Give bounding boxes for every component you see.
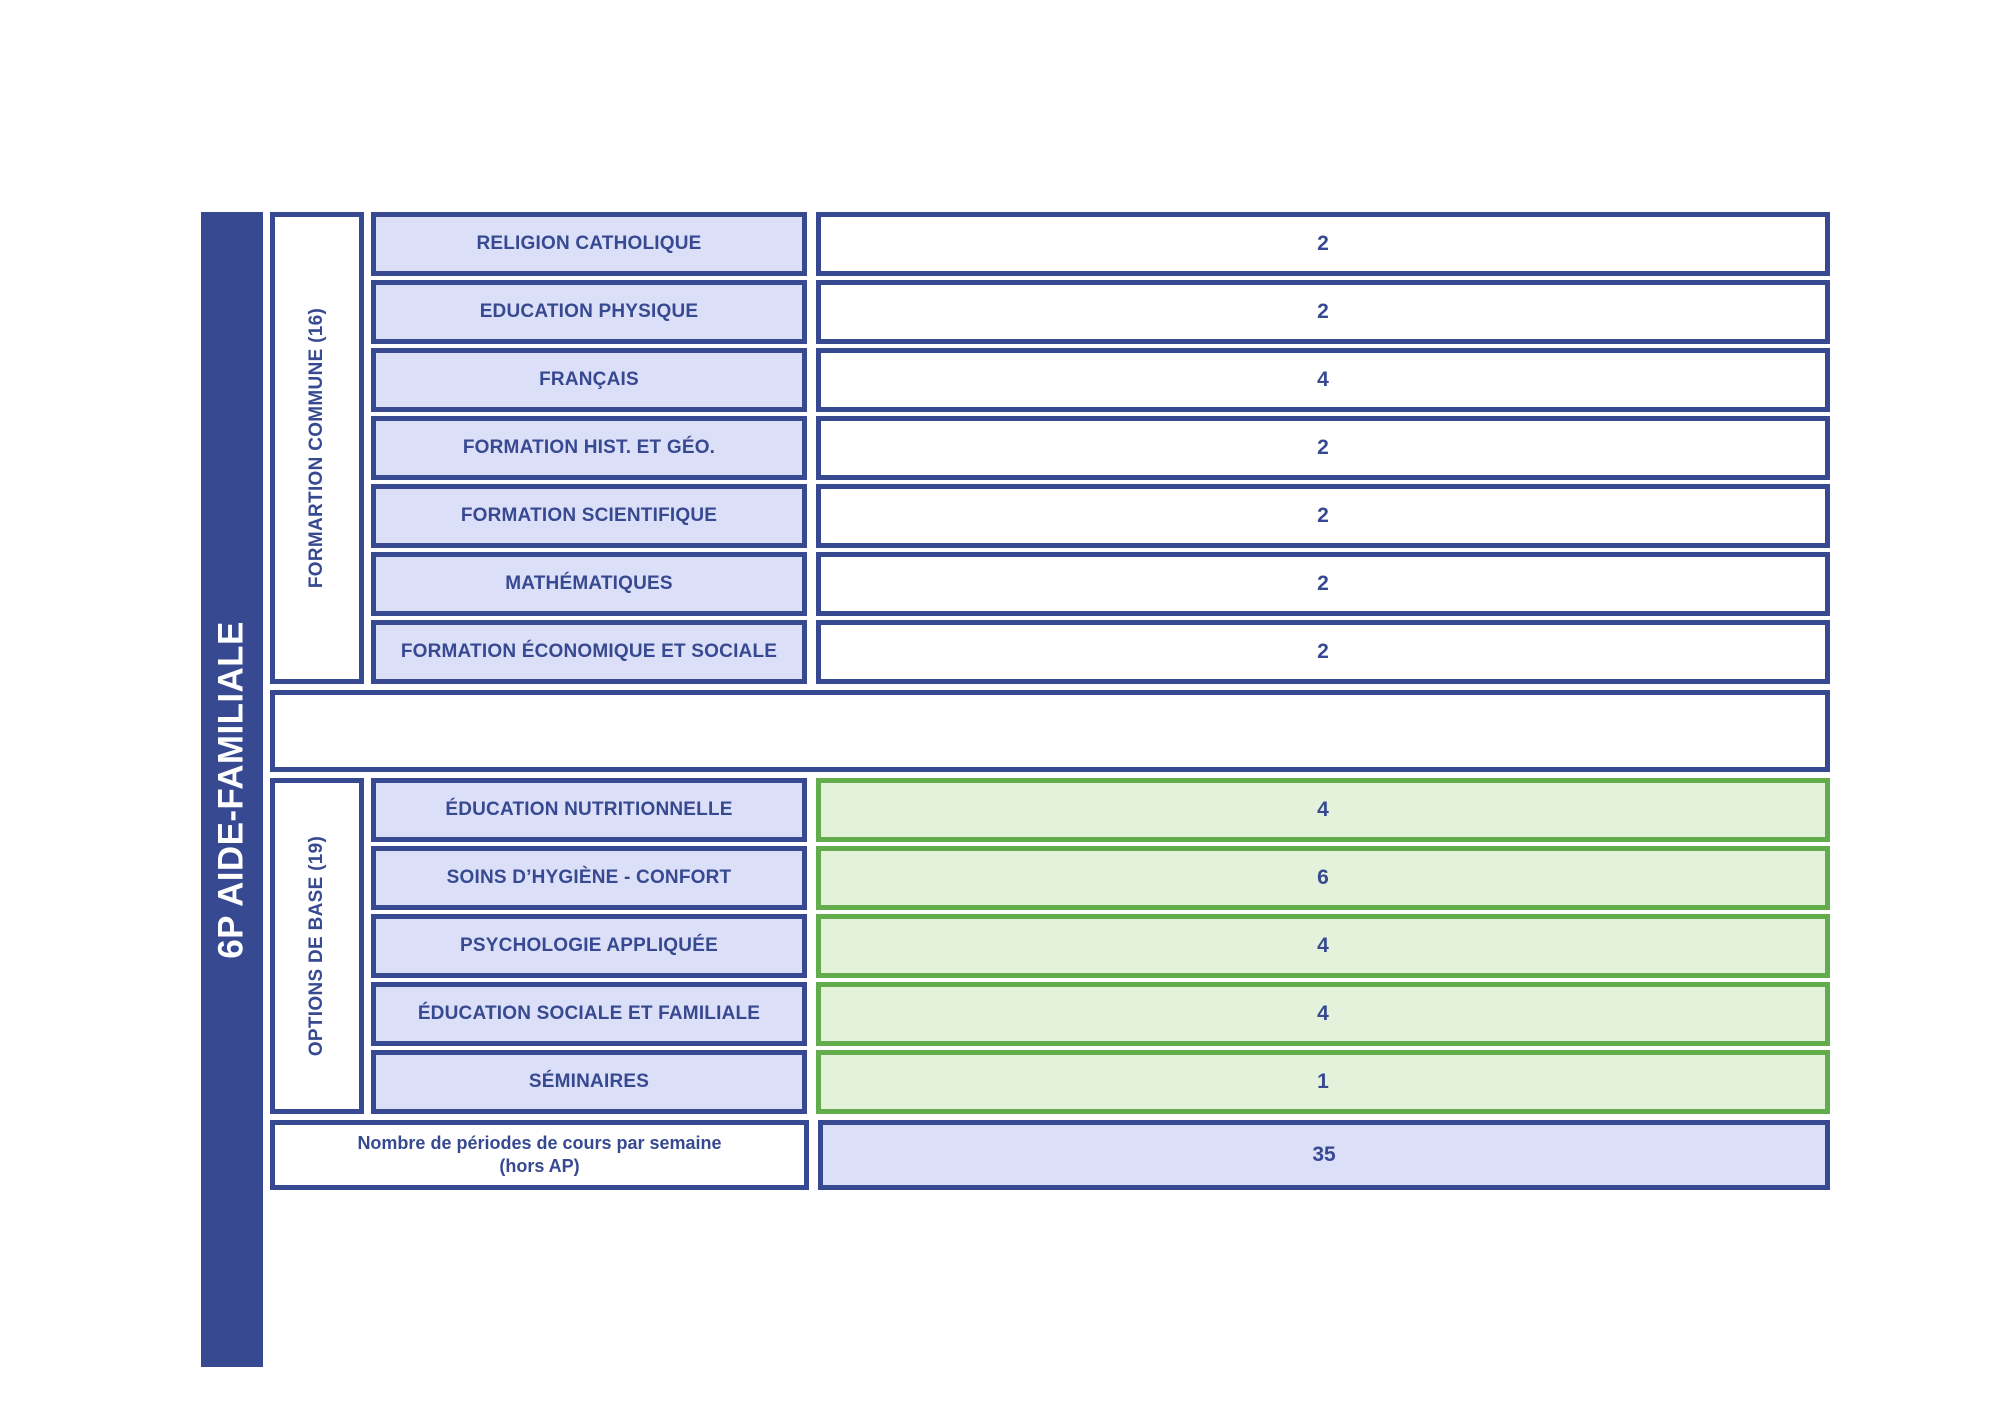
periods-value: 6 [816, 846, 1830, 910]
subject-label: ÉDUCATION NUTRITIONNELLE [371, 778, 807, 842]
table-row: RELIGION CATHOLIQUE 2 [371, 212, 1830, 276]
periods-value: 2 [816, 552, 1830, 616]
table-row: SÉMINAIRES 1 [371, 1050, 1830, 1114]
total-row: Nombre de périodes de cours par semaine … [270, 1120, 1830, 1190]
subject-label: PSYCHOLOGIE APPLIQUÉE [371, 914, 807, 978]
subject-label: EDUCATION PHYSIQUE [371, 280, 807, 344]
total-label-line2: (hors AP) [499, 1156, 580, 1176]
rows-options-de-base: ÉDUCATION NUTRITIONNELLE 4 SOINS D’HYGIÈ… [371, 778, 1830, 1114]
periods-value: 2 [816, 212, 1830, 276]
subject-label: FORMATION ÉCONOMIQUE ET SOCIALE [371, 620, 807, 684]
table-row: MATHÉMATIQUES 2 [371, 552, 1830, 616]
curriculum-grid: 6P AIDE-FAMILIALE FORMARTION COMMUNE (16… [201, 212, 1830, 1367]
subject-label: SÉMINAIRES [371, 1050, 807, 1114]
subject-label: SOINS D’HYGIÈNE - CONFORT [371, 846, 807, 910]
total-label: Nombre de périodes de cours par semaine … [270, 1120, 809, 1190]
table-row: FORMATION SCIENTIFIQUE 2 [371, 484, 1830, 548]
periods-value: 4 [816, 982, 1830, 1046]
table-row: SOINS D’HYGIÈNE - CONFORT 6 [371, 846, 1830, 910]
group-label-options-de-base: OPTIONS DE BASE (19) [270, 778, 364, 1114]
periods-value: 4 [816, 778, 1830, 842]
subject-label: FORMATION SCIENTIFIQUE [371, 484, 807, 548]
periods-value: 4 [816, 914, 1830, 978]
table-row: PSYCHOLOGIE APPLIQUÉE 4 [371, 914, 1830, 978]
table-row: FORMATION HIST. ET GÉO. 2 [371, 416, 1830, 480]
group-label-text: OPTIONS DE BASE (19) [306, 835, 328, 1057]
table-row: ÉDUCATION NUTRITIONNELLE 4 [371, 778, 1830, 842]
periods-value: 1 [816, 1050, 1830, 1114]
sections-stack: FORMARTION COMMUNE (16) RELIGION CATHOLI… [270, 212, 1830, 1367]
group-label-text: FORMARTION COMMUNE (16) [306, 307, 327, 589]
subject-label: ÉDUCATION SOCIALE ET FAMILIALE [371, 982, 807, 1046]
program-title-bar: 6P AIDE-FAMILIALE [201, 212, 263, 1367]
rows-formation-commune: RELIGION CATHOLIQUE 2 EDUCATION PHYSIQUE… [371, 212, 1830, 684]
empty-spacer-row [270, 690, 1830, 772]
subject-label: FORMATION HIST. ET GÉO. [371, 416, 807, 480]
page-title: 6P AIDE-FAMILIALE [212, 620, 252, 959]
table-row: ÉDUCATION SOCIALE ET FAMILIALE 4 [371, 982, 1830, 1046]
section-formation-commune: FORMARTION COMMUNE (16) RELIGION CATHOLI… [270, 212, 1830, 684]
total-label-line1: Nombre de périodes de cours par semaine [357, 1132, 722, 1153]
periods-value: 2 [816, 416, 1830, 480]
group-label-formation-commune: FORMARTION COMMUNE (16) [270, 212, 364, 684]
periods-value: 2 [816, 484, 1830, 548]
section-options-de-base: OPTIONS DE BASE (19) ÉDUCATION NUTRITION… [270, 778, 1830, 1114]
table-row: EDUCATION PHYSIQUE 2 [371, 280, 1830, 344]
periods-value: 4 [816, 348, 1830, 412]
total-value: 35 [818, 1120, 1830, 1190]
periods-value: 2 [816, 280, 1830, 344]
subject-label: FRANÇAIS [371, 348, 807, 412]
periods-value: 2 [816, 620, 1830, 684]
table-row: FORMATION ÉCONOMIQUE ET SOCIALE 2 [371, 620, 1830, 684]
subject-label: RELIGION CATHOLIQUE [371, 212, 807, 276]
subject-label: MATHÉMATIQUES [371, 552, 807, 616]
table-row: FRANÇAIS 4 [371, 348, 1830, 412]
